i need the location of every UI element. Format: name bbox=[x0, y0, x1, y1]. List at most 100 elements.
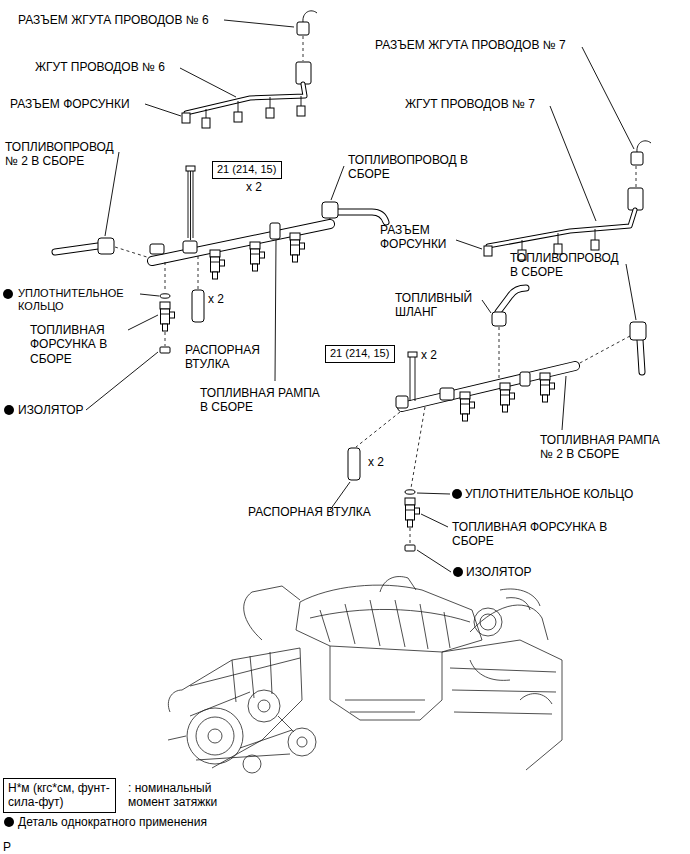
exploded-line bbox=[410, 528, 411, 544]
engine-sketch bbox=[243, 755, 261, 773]
bolt-head bbox=[186, 166, 195, 171]
engine-sketch bbox=[296, 585, 482, 652]
quantity-label: x 2 bbox=[421, 348, 437, 362]
part-label: РАЗЪЕМ ЖГУТА ПРОВОДОВ № 7 bbox=[375, 38, 566, 52]
fuel-hose bbox=[498, 288, 526, 312]
engine-sketch bbox=[345, 700, 425, 712]
engine-sketch bbox=[450, 668, 556, 714]
torque-unit-box: Н*м (кгс*см, фунт-сила-фут) bbox=[3, 778, 116, 813]
fuel-pipe bbox=[336, 212, 386, 222]
injector bbox=[250, 242, 265, 271]
mount-boss bbox=[396, 396, 408, 408]
leader-lines bbox=[331, 166, 344, 200]
part-label: УПЛОТНИТЕЛЬНОЕ КОЛЬЦО bbox=[465, 487, 633, 501]
engine-sketch bbox=[380, 577, 416, 592]
leader-lines bbox=[275, 240, 276, 381]
part-label: РАСПОРНАЯ ВТУЛКА bbox=[185, 343, 275, 372]
spacer bbox=[348, 448, 360, 480]
pulsation-damper bbox=[440, 388, 454, 400]
o-ring bbox=[160, 294, 170, 298]
fuel-hose bbox=[498, 288, 526, 312]
single-use-dots bbox=[3, 289, 463, 827]
leader-lines bbox=[626, 264, 636, 320]
engine-sketch bbox=[168, 577, 562, 773]
engine-sketch bbox=[310, 609, 470, 622]
part-label: ИЗОЛЯТОР bbox=[466, 565, 532, 579]
part-label: ТОПЛИВНЫЙ ШЛАНГ bbox=[395, 291, 483, 320]
leader-lines bbox=[105, 152, 119, 236]
bolt-shank bbox=[410, 357, 411, 401]
engine-sketch bbox=[190, 692, 294, 760]
part-label: ЖГУТ ПРОВОДОВ № 6 bbox=[35, 60, 165, 74]
connector-wire bbox=[637, 141, 651, 152]
engine-sketch bbox=[474, 608, 502, 636]
bolt-head bbox=[408, 352, 417, 357]
exploded-line bbox=[636, 166, 637, 187]
fuel-pipe bbox=[640, 340, 642, 372]
part-label: УПЛОТНИТЕЛЬНОЕ КОЛЬЦО bbox=[18, 287, 138, 313]
harness-wire bbox=[186, 84, 305, 113]
engine-sketch bbox=[232, 652, 272, 702]
part-label: ТОПЛИВОПРОВОД № 2 В СБОРЕ bbox=[5, 140, 120, 169]
mount-boss bbox=[183, 241, 197, 253]
single-use-dots bbox=[3, 289, 13, 299]
rail-tube bbox=[152, 224, 330, 261]
injector bbox=[210, 250, 225, 279]
bolt-shank bbox=[415, 357, 416, 401]
part-label: ЖГУТ ПРОВОДОВ № 7 bbox=[405, 97, 535, 111]
node-text: 21 (214, 15) bbox=[217, 163, 277, 176]
leader-lines bbox=[145, 104, 181, 116]
harness-wire bbox=[488, 210, 635, 246]
part-label: РАЗЪЕМ ЖГУТА ПРОВОДОВ № 6 bbox=[18, 13, 209, 27]
harness-connector bbox=[297, 22, 309, 35]
spacer bbox=[192, 290, 204, 322]
engine-sketch bbox=[470, 660, 552, 704]
exploded-line bbox=[303, 36, 304, 61]
exploded-line bbox=[578, 336, 630, 364]
quantity-label: x 2 bbox=[208, 292, 224, 306]
rail-tube bbox=[152, 224, 330, 261]
engine-sketch bbox=[442, 640, 562, 770]
leader-lines bbox=[582, 47, 634, 149]
engine-sketch bbox=[500, 589, 540, 610]
injector-connector bbox=[484, 246, 492, 256]
fuel-pipe bbox=[55, 246, 98, 252]
engine-sketch bbox=[244, 586, 300, 640]
engine-sketch bbox=[168, 690, 186, 740]
leader-lines bbox=[421, 514, 448, 527]
engine-sketch bbox=[182, 648, 302, 768]
leader-lines bbox=[224, 20, 294, 27]
leader-lines bbox=[482, 300, 491, 313]
single-use-dots bbox=[4, 817, 14, 827]
o-ring bbox=[405, 490, 415, 494]
fuel-pipe bbox=[55, 246, 98, 252]
figure-code: P bbox=[3, 840, 11, 854]
leader-lines bbox=[180, 68, 236, 97]
fuel-rail-2 bbox=[348, 288, 646, 551]
injector bbox=[500, 383, 515, 412]
leader-lines bbox=[86, 20, 636, 572]
part-label: РАЗЪЕМ ФОРСУНКИ bbox=[380, 223, 460, 252]
single-use-dots bbox=[453, 567, 463, 577]
part-label: ТОПЛИВОПРОВОД В СБОРЕ bbox=[510, 251, 625, 280]
bolt-shank bbox=[193, 171, 194, 238]
exploded-line bbox=[115, 247, 150, 258]
leader-lines bbox=[562, 376, 566, 430]
single-use-dots bbox=[4, 405, 14, 415]
pipe-connector bbox=[98, 238, 114, 254]
engine-sketch bbox=[288, 728, 316, 756]
injector-connector bbox=[297, 106, 305, 116]
harness-branch bbox=[206, 96, 301, 118]
engine-sketch bbox=[320, 600, 450, 649]
leader-lines bbox=[417, 550, 451, 572]
harness-wire bbox=[186, 84, 305, 113]
rail-tube bbox=[402, 366, 575, 407]
harness-connector bbox=[628, 188, 643, 210]
legend-text: Деталь однократного применения bbox=[18, 815, 207, 829]
legend-note: : номинальный момент затяжки bbox=[128, 781, 248, 810]
fuel-pipe bbox=[336, 212, 386, 222]
fuel-pipe bbox=[640, 340, 642, 372]
